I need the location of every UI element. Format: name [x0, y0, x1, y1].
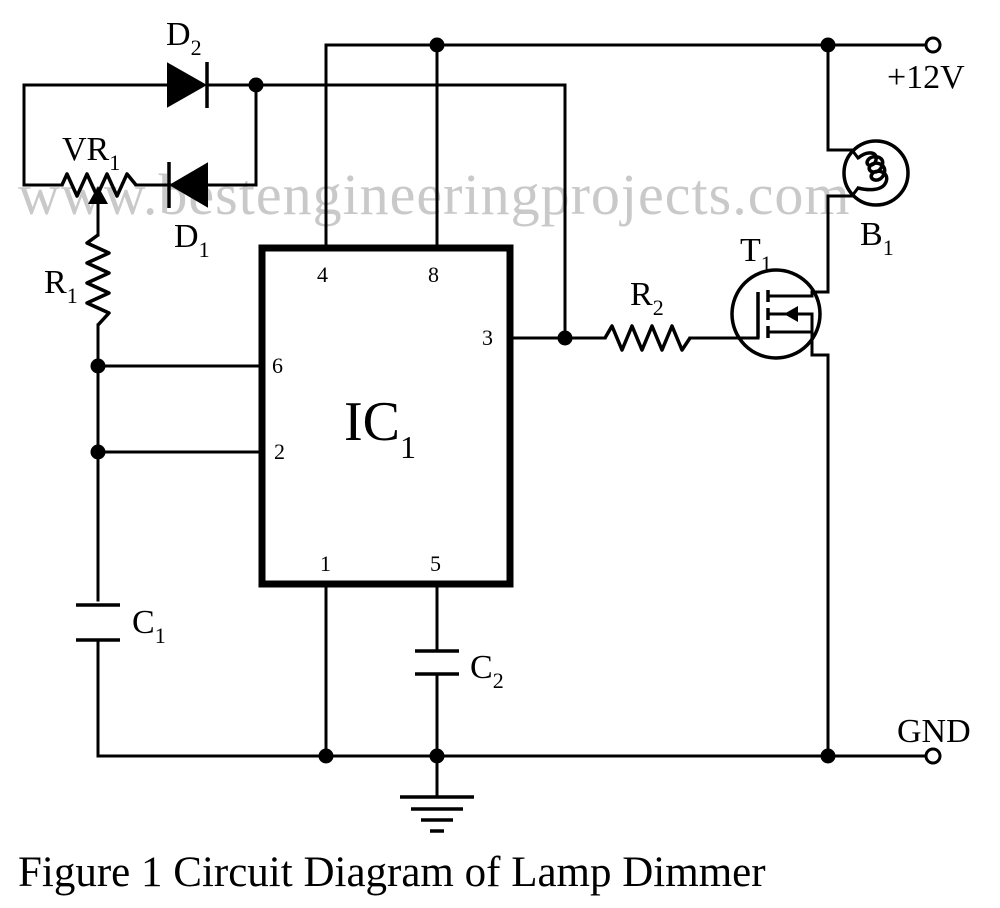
ic1-pin-8-label: 8 — [428, 262, 439, 287]
ic1-pin-5-label: 5 — [430, 551, 441, 576]
ic1-pin-4-label: 4 — [317, 262, 328, 287]
d2-label: D2 — [166, 16, 202, 60]
watermark: www.bestengineeringprojects.com — [18, 162, 851, 227]
potentiometer-vr1 — [60, 172, 138, 204]
mosfet-t1 — [730, 268, 830, 360]
ground-terminal — [924, 747, 942, 765]
supply-terminal — [924, 36, 942, 54]
r2-label: R2 — [630, 276, 664, 320]
d1-label: D1 — [174, 218, 210, 262]
ic1-body — [258, 244, 514, 588]
supply-label: +12V — [887, 59, 965, 96]
ic1-label: IC1 — [344, 391, 416, 465]
ic1-pin-6-label: 6 — [272, 353, 283, 378]
ground-symbol — [400, 795, 474, 833]
capacitor-c2 — [415, 649, 459, 676]
junction-dots — [90, 37, 836, 764]
c2-label: C2 — [470, 649, 504, 693]
ground-label: GND — [897, 713, 971, 750]
diode-d2 — [167, 62, 209, 108]
ic1-pin-1-label: 1 — [320, 551, 331, 576]
resistor-r2 — [603, 324, 692, 352]
wiring — [22, 43, 927, 797]
r1-label: R1 — [44, 264, 78, 308]
t1-label: T1 — [740, 232, 772, 276]
lamp-b1 — [826, 139, 910, 207]
ic1-pin-2-label: 2 — [274, 439, 285, 464]
resistor-r1 — [85, 233, 111, 327]
b1-label: B1 — [860, 216, 894, 260]
capacitor-c1 — [76, 603, 120, 642]
figure-caption: Figure 1 Circuit Diagram of Lamp Dimmer — [18, 849, 766, 896]
vr1-label: VR1 — [62, 131, 120, 175]
ic1-pin-3-label: 3 — [482, 325, 493, 350]
c1-label: C1 — [132, 604, 166, 648]
diode-d1 — [167, 162, 208, 208]
